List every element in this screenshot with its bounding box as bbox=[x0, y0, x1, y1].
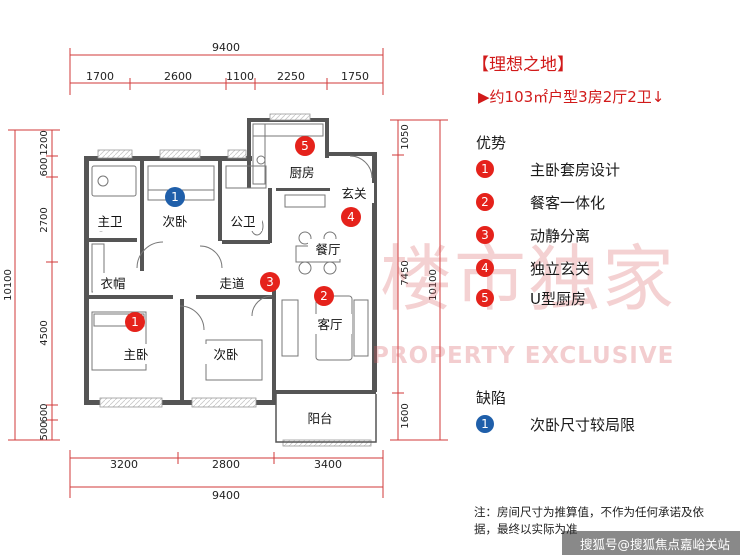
dim-right-2: 7450 bbox=[400, 260, 411, 285]
brand-watermark-cn: 楼市独家 bbox=[380, 237, 677, 321]
dim-right-total: 10100 bbox=[428, 269, 439, 301]
dim-left-1: 1200 bbox=[39, 130, 50, 155]
number-badge: 4 bbox=[476, 259, 494, 277]
defects-heading: 缺陷 bbox=[476, 389, 507, 407]
room-second-bed-top: 次卧 bbox=[162, 214, 187, 229]
room-living: 客厅 bbox=[317, 317, 342, 332]
room-second-bed: 次卧 bbox=[213, 347, 238, 362]
room-corridor: 走道 bbox=[219, 276, 245, 291]
floor-plan: 9400 1700 2600 1100 2250 1750 3200 2800 … bbox=[3, 41, 448, 502]
svg-text:2: 2 bbox=[320, 289, 328, 303]
dim-left-6: 500 bbox=[39, 421, 50, 440]
number-badge: 5 bbox=[476, 289, 494, 307]
dim-bottom-2: 2800 bbox=[212, 458, 240, 471]
room-public-bath: 公卫 bbox=[230, 214, 255, 229]
advantage-item: 1 主卧套房设计 bbox=[476, 157, 620, 181]
marker-foyer: 4 bbox=[341, 207, 361, 227]
windows bbox=[97, 113, 372, 447]
dimension-lines bbox=[8, 48, 448, 498]
svg-text:3: 3 bbox=[266, 275, 274, 289]
brand-watermark-en: PROPERTY EXCLUSIVE bbox=[372, 343, 675, 369]
disclaimer-note: 注：房间尺寸为推算值，不作为任何承诺及依据，最终以实际为准 bbox=[474, 505, 704, 536]
dim-bottom-3: 3400 bbox=[314, 458, 342, 471]
panel-subtitle: ▶约103㎡户型3房2厅2卫↓ bbox=[478, 88, 665, 106]
dim-left-5: 600 bbox=[39, 403, 50, 422]
dim-left-3: 2700 bbox=[39, 207, 50, 232]
dim-bottom-1: 3200 bbox=[110, 458, 138, 471]
balcony-outline bbox=[275, 394, 377, 443]
dim-top-4: 2250 bbox=[277, 70, 305, 83]
dim-top-3: 1100 bbox=[226, 70, 254, 83]
dim-right-1: 1050 bbox=[400, 124, 411, 149]
room-kitchen: 厨房 bbox=[289, 165, 314, 180]
marker-kitchen: 5 bbox=[295, 136, 315, 156]
info-panel: 【理想之地】 ▶约103㎡户型3房2厅2卫↓ 优势 1 主卧套房设计 2 餐客一… bbox=[462, 0, 740, 555]
dim-right-3: 1600 bbox=[400, 403, 411, 428]
room-dining: 餐厅 bbox=[315, 242, 340, 257]
advantage-item: 3 动静分离 bbox=[476, 223, 590, 247]
number-badge: 2 bbox=[476, 193, 494, 211]
dim-top-total: 9400 bbox=[212, 41, 240, 54]
furniture bbox=[91, 123, 373, 381]
dim-top-5: 1750 bbox=[341, 70, 369, 83]
advantages-heading: 优势 bbox=[476, 134, 507, 152]
room-foyer: 玄关 bbox=[341, 186, 366, 201]
walls bbox=[84, 118, 377, 405]
source-watermark: 搜狐号@搜狐焦点嘉峪关站 bbox=[562, 531, 740, 555]
dim-left-total: 10100 bbox=[3, 269, 14, 301]
marker-master-bed: 1 bbox=[125, 312, 145, 332]
source-watermark-text: 搜狐号@搜狐焦点嘉峪关站 bbox=[579, 537, 730, 552]
dim-top-2: 2600 bbox=[164, 70, 192, 83]
marker-second-bed-top: 1 bbox=[165, 187, 185, 207]
room-master-bed: 主卧 bbox=[123, 347, 148, 362]
svg-text:4: 4 bbox=[347, 210, 355, 224]
svg-text:5: 5 bbox=[301, 139, 309, 153]
number-badge: 3 bbox=[476, 226, 494, 244]
room-master-bath: 主卫 bbox=[97, 214, 122, 229]
number-badge: 1 bbox=[476, 160, 494, 178]
number-badge: 1 bbox=[476, 415, 494, 433]
dim-left-2: 600 bbox=[39, 157, 50, 176]
panel-title: 【理想之地】 bbox=[472, 55, 574, 75]
room-closet: 衣帽 bbox=[100, 276, 125, 291]
marker-living: 2 bbox=[314, 286, 334, 306]
advantage-item: 4 独立玄关 bbox=[476, 256, 590, 280]
advantage-item: 5 U型厨房 bbox=[476, 286, 586, 310]
advantage-item: 2 餐客一体化 bbox=[476, 190, 605, 214]
room-balcony: 阳台 bbox=[307, 411, 332, 426]
dim-bottom-total: 9400 bbox=[212, 489, 240, 502]
svg-text:1: 1 bbox=[131, 315, 139, 329]
marker-corridor: 3 bbox=[260, 272, 280, 292]
dim-left-4: 4500 bbox=[39, 320, 50, 345]
defect-item: 1 次卧尺寸较局限 bbox=[476, 412, 635, 436]
svg-text:1: 1 bbox=[171, 190, 179, 204]
dim-top-1: 1700 bbox=[86, 70, 114, 83]
